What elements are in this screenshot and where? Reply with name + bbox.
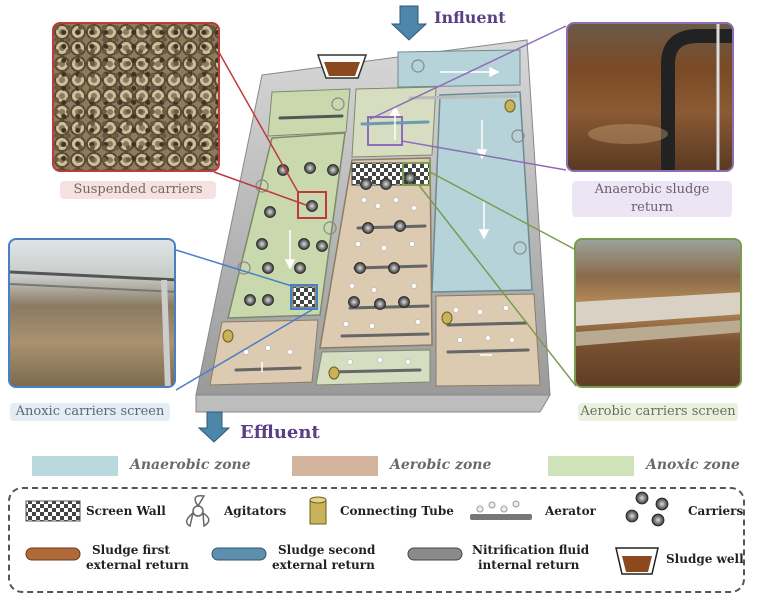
pipe-graphic — [588, 24, 732, 170]
anoxic-zone-label: Anoxic zone — [646, 457, 740, 473]
connector-anaerobic-2 — [401, 140, 567, 171]
anoxic-carriers-screen-photo — [8, 238, 176, 388]
nitrification-return-icon — [407, 547, 463, 561]
connector-anaerobic — [369, 25, 567, 120]
connecting-tube-text: Connecting Tube — [340, 504, 454, 518]
carriers-text: Carriers — [688, 504, 744, 518]
sludge-well-text: Sludge well — [666, 552, 744, 566]
agitators — [237, 59, 527, 275]
sludge-well-icon — [615, 547, 659, 575]
nitrification-text-1: Nitrification fluid — [472, 543, 590, 557]
anaerobic-sludge-return-caption: Anaerobic sludge return — [572, 181, 732, 217]
connector-anoxic-2 — [175, 307, 316, 391]
connector-suspended — [213, 171, 307, 206]
connecting-tubes — [222, 99, 516, 380]
connector-suspended-2 — [211, 39, 299, 193]
carriers-aerobic — [348, 172, 416, 310]
screen-wall-anoxic — [292, 286, 316, 308]
effluent-label: Effluent — [240, 422, 320, 443]
aerobic-zone-swatch — [292, 456, 378, 476]
highlight-anoxic-screen — [290, 284, 318, 310]
aerobic-zone-label: Aerobic zone — [390, 457, 492, 473]
carriers-anoxic — [244, 162, 339, 306]
flow-arrows — [261, 66, 500, 372]
agitators-icon — [185, 494, 210, 528]
influent-label: Influent — [434, 8, 506, 27]
railing-graphic — [10, 270, 174, 386]
sludge-first-return-text-1: Sludge first — [92, 543, 170, 557]
sludge-second-return-text-2: external return — [272, 558, 375, 572]
anaerobic-zone-swatch — [32, 456, 118, 476]
sludge-well-top — [316, 54, 368, 79]
connector-anoxic — [175, 249, 296, 288]
top-left-basin — [267, 88, 351, 137]
screen-wall-icon — [25, 500, 81, 522]
top-influent-basin — [397, 49, 521, 88]
carriers-icon — [625, 491, 669, 527]
sludge-first-return-text-2: external return — [86, 558, 189, 572]
legend-box — [8, 487, 745, 593]
effluent-arrow — [197, 411, 231, 443]
aerator-text: Aerator — [545, 504, 596, 518]
highlight-aerobic-screen — [402, 162, 431, 186]
connector-aerobic — [429, 171, 577, 251]
highlight-suspended — [297, 191, 327, 219]
suspended-carriers-photo — [52, 22, 220, 172]
anoxic-basin — [227, 132, 346, 319]
aerobic-carriers-screen-photo — [574, 238, 742, 388]
aerator-icon — [470, 500, 532, 520]
anoxic-carriers-screen-caption: Anoxic carriers screen — [10, 403, 170, 421]
screen-wall-text: Screen Wall — [86, 504, 166, 518]
sludge-second-return-text-1: Sludge second — [278, 543, 376, 557]
influent-arrow — [390, 5, 428, 41]
anaerobic-sludge-return-photo — [566, 22, 734, 172]
highlight-anaerobic-return — [367, 116, 403, 146]
suspended-carriers-caption: Suspended carriers — [60, 181, 216, 199]
anaerobic-basin — [431, 91, 533, 293]
aerobic-carriers-screen-caption: Aerobic carriers screen — [578, 403, 738, 421]
connecting-tube-icon — [309, 496, 327, 525]
sludge-second-return-icon — [211, 547, 267, 561]
anoxic-zone-swatch — [548, 456, 634, 476]
agitators-text: Agitators — [224, 504, 287, 518]
screen-graphic — [576, 292, 740, 346]
connector-aerobic-2 — [417, 183, 577, 387]
anaerobic-zone-label: Anaerobic zone — [130, 457, 251, 473]
nitrification-text-2: internal return — [478, 558, 580, 572]
bottom-mid-basin — [315, 349, 431, 386]
sludge-first-return-icon — [25, 547, 81, 561]
aeration-bubbles — [243, 197, 515, 365]
